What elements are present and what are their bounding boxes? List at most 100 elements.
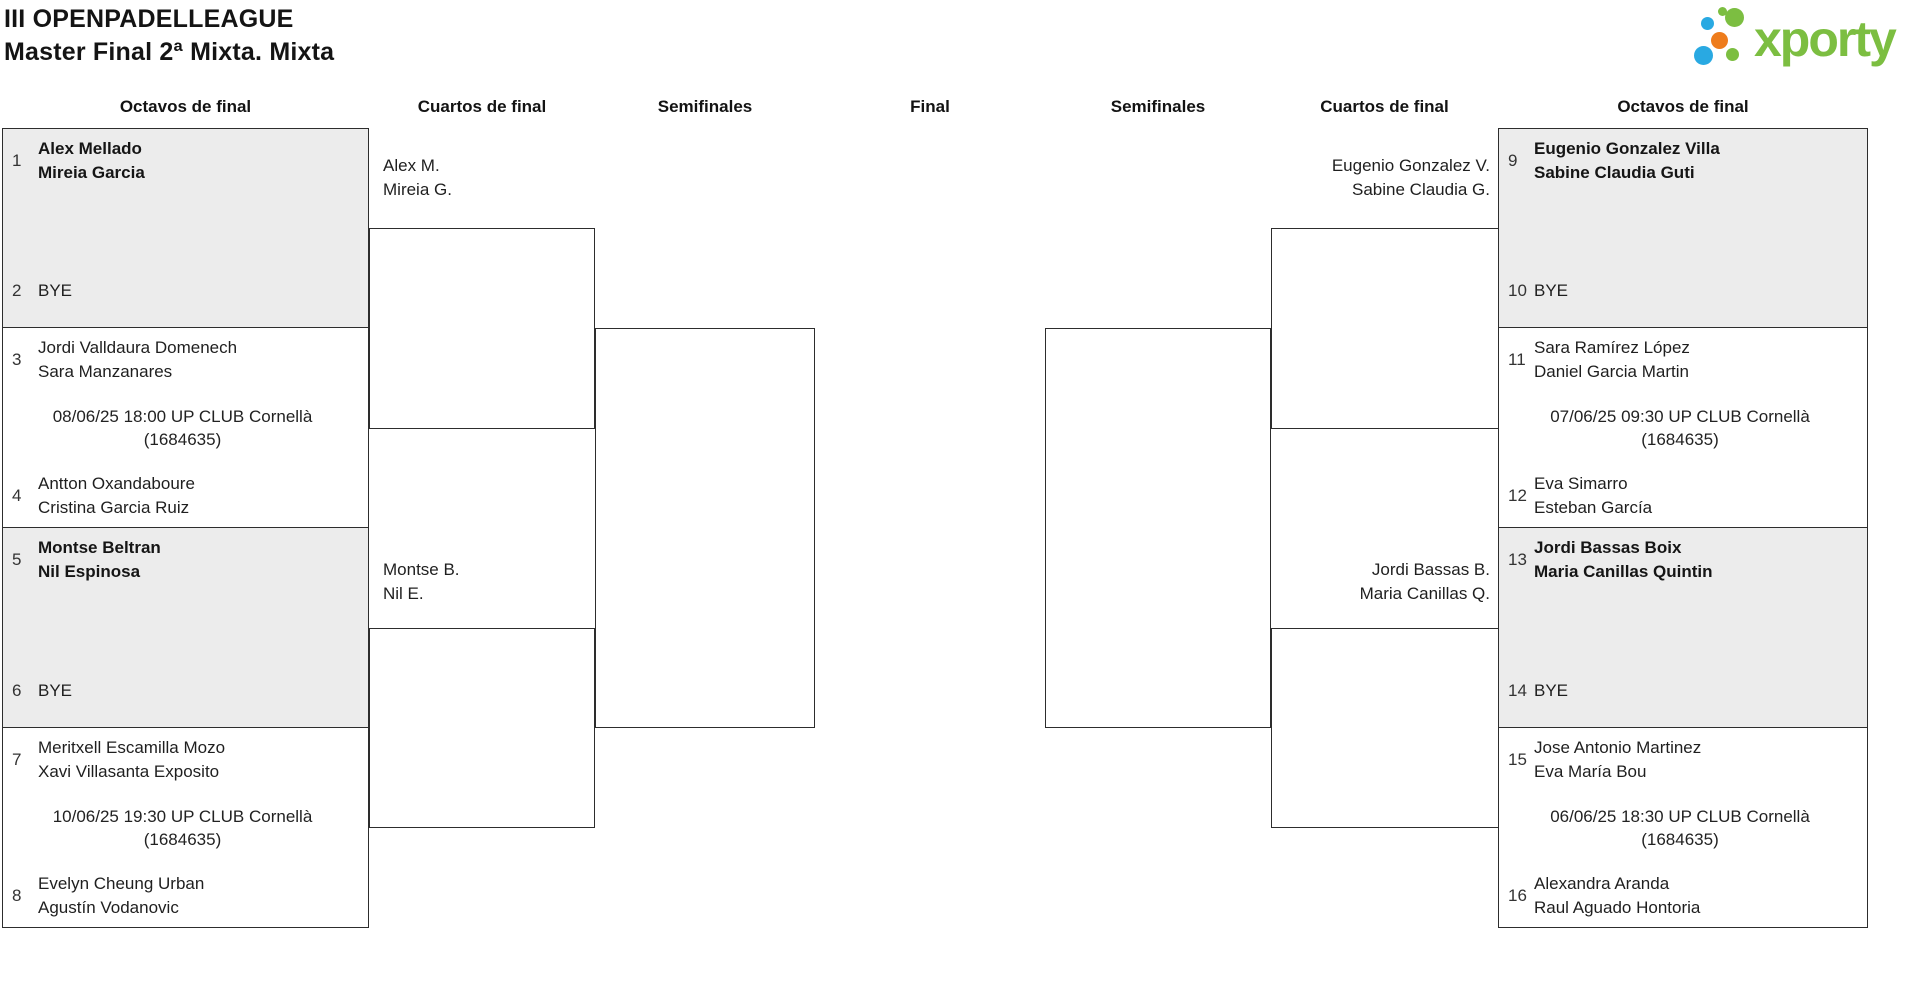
team-names: Jose Antonio Martinez Eva María Bou <box>1534 736 1701 784</box>
semifinal-connector-left <box>595 328 815 728</box>
team-names: Alexandra Aranda Raul Aguado Hontoria <box>1534 872 1700 920</box>
player-name: Montse B. <box>383 560 460 579</box>
player-name: Montse Beltran <box>38 538 161 557</box>
player-name: Esteban García <box>1534 498 1653 517</box>
team-names: Montse Beltran Nil Espinosa <box>38 536 161 584</box>
player-name: Alexandra Aranda <box>1534 874 1670 893</box>
player-name: Jordi Bassas Boix <box>1534 538 1682 557</box>
logo-dot-blue-big <box>1694 46 1713 65</box>
match-datetime-venue: 10/06/25 19:30 UP CLUB Cornellà <box>52 807 313 826</box>
player-name: Antton Oxandaboure <box>38 474 195 493</box>
round-header-semis-right: Semifinales <box>1110 97 1206 116</box>
round-header-octavos-left: Octavos de final <box>119 97 252 116</box>
team-names: BYE <box>1534 279 1568 303</box>
player-name: Alex M. <box>383 156 440 175</box>
team-row: 14 BYE <box>1499 679 1861 703</box>
seed-number: 5 <box>12 550 22 569</box>
octavos-column-right: 9 Eugenio Gonzalez Villa Sabine Claudia … <box>1498 128 1868 928</box>
team-row: 3 Jordi Valldaura Domenech Sara Manzanar… <box>3 336 362 384</box>
seed-number: 10 <box>1508 281 1527 300</box>
team-row: 16 Alexandra Aranda Raul Aguado Hontoria <box>1499 872 1861 920</box>
player-name: Nil E. <box>383 584 424 603</box>
team-names: BYE <box>1534 679 1568 703</box>
semifinal-connector-right <box>1045 328 1271 728</box>
team-row: 13 Jordi Bassas Boix Maria Canillas Quin… <box>1499 536 1861 584</box>
player-name: Daniel Garcia Martin <box>1534 362 1689 381</box>
team-names: Jordi Valldaura Domenech Sara Manzanares <box>38 336 237 384</box>
team-names: Meritxell Escamilla Mozo Xavi Villasanta… <box>38 736 225 784</box>
advancer-left-top: Alex M. Mireia G. <box>383 154 452 202</box>
logo-dot-green-small <box>1726 48 1739 61</box>
player-name: Sara Manzanares <box>38 362 173 381</box>
team-names: Jordi Bassas Boix Maria Canillas Quintin <box>1534 536 1713 584</box>
team-row: 8 Evelyn Cheung Urban Agustín Vodanovic <box>3 872 362 920</box>
match-box-15-16[interactable]: 15 Jose Antonio Martinez Eva María Bou 0… <box>1498 728 1868 928</box>
logo-dot-blue-small <box>1701 17 1714 30</box>
seed-number: 15 <box>1508 750 1527 769</box>
seed-number: 14 <box>1508 681 1527 700</box>
team-row: 15 Jose Antonio Martinez Eva María Bou <box>1499 736 1861 784</box>
player-name: Alex Mellado <box>38 139 142 158</box>
team-row: 6 BYE <box>3 679 362 703</box>
xporty-logo[interactable]: xporty <box>1690 2 1916 74</box>
quarterfinal-connector-left-top <box>369 228 595 429</box>
match-box-1-2[interactable]: 1 Alex Mellado Mireia Garcia 2 BYE <box>2 128 369 328</box>
seed-number: 12 <box>1508 486 1527 505</box>
player-name: Sabine Claudia Guti <box>1534 163 1695 182</box>
quarterfinal-connector-right-top <box>1271 228 1499 429</box>
match-id: (1684635) <box>1641 430 1719 449</box>
match-box-3-4[interactable]: 3 Jordi Valldaura Domenech Sara Manzanar… <box>2 328 369 528</box>
advancer-right-top: Eugenio Gonzalez V. Sabine Claudia G. <box>1200 154 1490 202</box>
team-row: 7 Meritxell Escamilla Mozo Xavi Villasan… <box>3 736 362 784</box>
round-header-semis-left: Semifinales <box>657 97 753 116</box>
match-schedule: 07/06/25 09:30 UP CLUB Cornellà (1684635… <box>1499 405 1861 451</box>
seed-number: 8 <box>12 886 22 905</box>
match-box-5-6[interactable]: 5 Montse Beltran Nil Espinosa 6 BYE <box>2 528 369 728</box>
team-names: BYE <box>38 679 72 703</box>
advancer-right-bottom: Jordi Bassas B. Maria Canillas Q. <box>1200 558 1490 606</box>
match-box-11-12[interactable]: 11 Sara Ramírez López Daniel Garcia Mart… <box>1498 328 1868 528</box>
match-id: (1684635) <box>143 830 222 849</box>
team-names: Alex Mellado Mireia Garcia <box>38 137 145 185</box>
match-schedule: 06/06/25 18:30 UP CLUB Cornellà (1684635… <box>1499 805 1861 851</box>
player-name: Agustín Vodanovic <box>38 898 179 917</box>
player-name: Xavi Villasanta Exposito <box>38 762 220 781</box>
match-box-13-14[interactable]: 13 Jordi Bassas Boix Maria Canillas Quin… <box>1498 528 1868 728</box>
player-name: Sabine Claudia G. <box>1352 180 1490 199</box>
player-name: Jordi Bassas B. <box>1371 560 1490 579</box>
team-row: 12 Eva Simarro Esteban García <box>1499 472 1861 520</box>
team-names: Eva Simarro Esteban García <box>1534 472 1652 520</box>
match-box-9-10[interactable]: 9 Eugenio Gonzalez Villa Sabine Claudia … <box>1498 128 1868 328</box>
player-name: Eva María Bou <box>1534 762 1647 781</box>
player-name: Evelyn Cheung Urban <box>38 874 205 893</box>
quarterfinal-connector-left-bottom <box>369 628 595 828</box>
seed-number: 16 <box>1508 886 1527 905</box>
seed-number: 4 <box>12 486 22 505</box>
round-header-cuartos-right: Cuartos de final <box>1320 97 1449 116</box>
bye-label: BYE <box>1534 281 1569 300</box>
player-name: Jordi Valldaura Domenech <box>38 338 238 357</box>
match-datetime-venue: 06/06/25 18:30 UP CLUB Cornellà <box>1550 807 1810 826</box>
seed-number: 9 <box>1508 151 1518 170</box>
match-box-7-8[interactable]: 7 Meritxell Escamilla Mozo Xavi Villasan… <box>2 728 369 928</box>
bye-label: BYE <box>38 681 73 700</box>
team-names: BYE <box>38 279 72 303</box>
player-name: Eva Simarro <box>1534 474 1628 493</box>
seed-number: 3 <box>12 350 22 369</box>
team-row: 1 Alex Mellado Mireia Garcia <box>3 137 362 185</box>
player-name: Eugenio Gonzalez V. <box>1331 156 1490 175</box>
player-name: Mireia Garcia <box>38 163 145 182</box>
team-row: 2 BYE <box>3 279 362 303</box>
match-schedule: 10/06/25 19:30 UP CLUB Cornellà (1684635… <box>3 805 362 851</box>
tournament-name: III OPENPADELLEAGUE <box>4 5 294 33</box>
advancer-left-bottom: Montse B. Nil E. <box>383 558 460 606</box>
player-name: Eugenio Gonzalez Villa <box>1534 139 1720 158</box>
player-name: Raul Aguado Hontoria <box>1534 898 1701 917</box>
seed-number: 6 <box>12 681 22 700</box>
player-name: Maria Canillas Quintin <box>1534 562 1713 581</box>
match-id: (1684635) <box>1641 830 1719 849</box>
category-name: Master Final 2ª Mixta. Mixta <box>4 38 335 66</box>
seed-number: 7 <box>12 750 22 769</box>
team-names: Sara Ramírez López Daniel Garcia Martin <box>1534 336 1690 384</box>
